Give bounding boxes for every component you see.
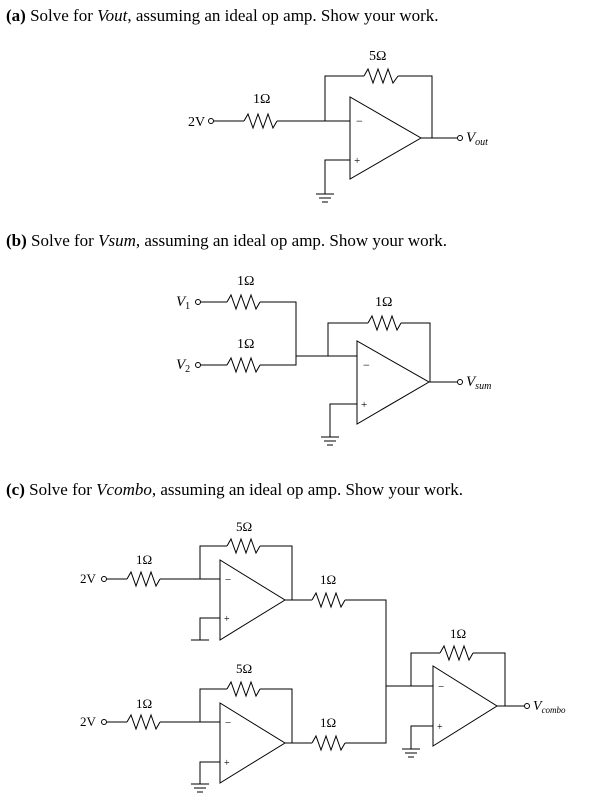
problem-b-pre: Solve for — [26, 231, 99, 250]
circuit-c-bottom-summing-resistor — [311, 734, 346, 752]
problem-c-label: (c) — [6, 480, 25, 499]
circuit-c — [101, 537, 530, 793]
circuit-c-bottom-feedback-resistor-label: 5Ω — [236, 661, 252, 676]
circuit-c-top-feedback-resistor-label: 5Ω — [236, 519, 252, 534]
circuit-c-bottom-minus-label: − — [225, 717, 231, 729]
circuit-c-final-ground-icon — [402, 748, 420, 758]
circuit-c-final-plus-label: + — [437, 722, 443, 733]
circuit-c-bottom-input-terminal — [101, 719, 107, 725]
circuit-c-top-op-amp — [219, 559, 286, 641]
circuit-a-output-label: Vout — [466, 130, 488, 148]
circuit-b — [195, 293, 463, 446]
circuit-c-bottom-input-resistor-label: 1Ω — [136, 696, 152, 711]
circuit-b-plus-label: + — [361, 399, 367, 411]
circuit-c-bottom-op-amp — [219, 702, 286, 784]
circuit-a-input-resistor — [243, 112, 278, 130]
problem-b-statement: (b) Solve for Vsum, assuming an ideal op… — [6, 231, 447, 251]
circuit-b-feedback-resistor-label: 1Ω — [375, 295, 392, 310]
circuit-a-feedback-resistor-label: 5Ω — [369, 49, 386, 64]
circuit-c-bottom-feedback-resistor — [226, 680, 261, 698]
problem-b-label: (b) — [6, 231, 27, 250]
circuit-c-top-input-resistor-label: 1Ω — [136, 552, 152, 567]
problem-a-post: , assuming an ideal op amp. Show your wo… — [127, 6, 439, 25]
circuit-b-minus-label: − — [363, 358, 370, 372]
circuit-a-input-terminal — [208, 118, 214, 124]
circuit-a-feedback-resistor — [363, 67, 399, 85]
problem-a-statement: (a) Solve for Vout, assuming an ideal op… — [6, 6, 439, 26]
circuit-b-v1-label: V1 — [176, 294, 190, 312]
problem-a-pre: Solve for — [25, 6, 98, 25]
circuit-b-ground-icon — [321, 436, 339, 446]
circuit-c-final-minus-label: − — [438, 681, 444, 693]
circuit-b-r2-label: 1Ω — [237, 337, 254, 352]
circuit-c-top-input-resistor — [126, 570, 161, 588]
circuit-a-input-resistor-label: 1Ω — [253, 92, 270, 107]
problem-c-pre: Solve for — [24, 480, 97, 499]
circuit-c-top-source-label: 2V — [80, 571, 97, 586]
problem-c-post: , assuming an ideal op amp. Show your wo… — [151, 480, 464, 499]
circuit-c-top-feedback-resistor — [226, 537, 261, 555]
circuit-a-plus-label: + — [354, 155, 360, 167]
circuit-c-output-label: Vcombo — [533, 699, 566, 715]
circuit-a-source-label: 2V — [188, 115, 205, 130]
circuit-b-v2-label: V2 — [176, 357, 190, 375]
circuit-b-feedback-resistor — [367, 314, 402, 332]
circuit-b-op-amp — [356, 340, 431, 425]
circuit-c-top-input-terminal — [101, 576, 107, 582]
circuit-c-final-feedback-resistor — [439, 644, 474, 662]
circuit-a — [208, 67, 463, 203]
circuit-c-output-terminal — [524, 703, 530, 709]
problem-c-statement: (c) Solve for Vcombo, assuming an ideal … — [6, 480, 463, 500]
circuit-c-bottom-ground-icon — [191, 783, 209, 793]
circuit-c-bottom-plus-label: + — [224, 758, 230, 769]
circuit-a-ground-icon — [316, 193, 334, 203]
circuit-a-output-terminal — [457, 135, 463, 141]
circuit-c-bottom-source-label: 2V — [80, 714, 97, 729]
circuit-a-op-amp — [349, 96, 422, 180]
problem-b-variable: Vsum — [98, 231, 136, 250]
circuit-c-bottom-summing-resistor-label: 1Ω — [320, 715, 336, 730]
circuit-b-v2-terminal — [195, 362, 201, 368]
circuit-b-output-terminal — [457, 379, 463, 385]
problem-c-variable: Vcombo — [96, 480, 152, 499]
circuit-b-v1-terminal — [195, 299, 201, 305]
circuit-c-final-feedback-resistor-label: 1Ω — [450, 626, 466, 641]
problem-a-variable: Vout — [97, 6, 128, 25]
circuit-b-output-label: Vsum — [466, 374, 491, 392]
circuit-b-r1-label: 1Ω — [237, 274, 254, 289]
circuit-a-minus-label: − — [356, 114, 363, 128]
circuit-c-final-op-amp — [432, 665, 498, 747]
circuit-c-top-summing-resistor-label: 1Ω — [320, 572, 336, 587]
circuit-b-r1 — [226, 293, 261, 311]
problem-b-post: , assuming an ideal op amp. Show your wo… — [135, 231, 448, 250]
circuit-c-top-minus-label: − — [225, 574, 231, 586]
circuit-c-top-summing-resistor — [311, 591, 346, 609]
circuit-b-r2 — [226, 356, 261, 374]
problem-a-label: (a) — [6, 6, 26, 25]
circuit-c-top-plus-label: + — [224, 614, 230, 625]
circuit-c-bottom-input-resistor — [126, 713, 161, 731]
